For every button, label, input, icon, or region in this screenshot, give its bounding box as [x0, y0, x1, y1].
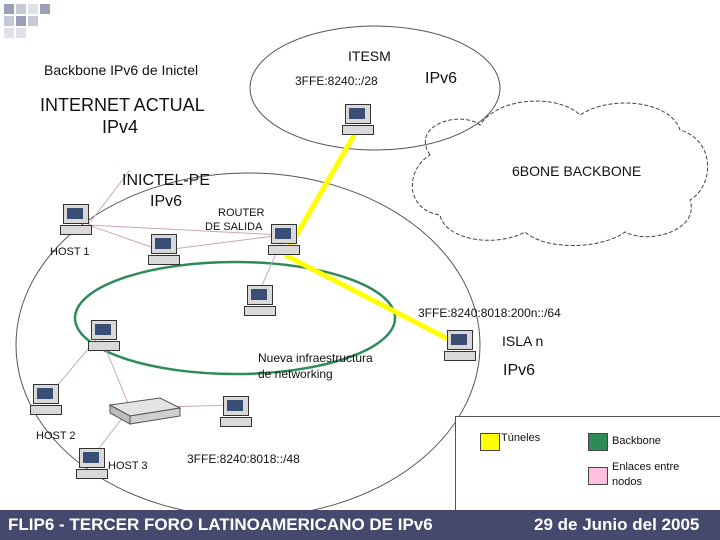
isla-computer-icon	[444, 330, 476, 362]
itesm-name: ITESM	[348, 48, 391, 64]
host3-computer-icon	[76, 448, 108, 480]
footer-right-text: 29 de Junio del 2005	[534, 515, 700, 534]
legend: Túneles Backbone Enlaces entre nodos	[455, 416, 720, 512]
internet-line2: IPv4	[102, 117, 139, 137]
legend-backbone-swatch	[588, 433, 608, 451]
footer-left-text: FLIP6 - TERCER FORO LATINOAMERICANO DE I…	[8, 515, 433, 534]
sixbone-cloud	[411, 100, 709, 246]
itesm-cloud	[249, 25, 501, 151]
itesm-proto: IPv6	[425, 70, 458, 87]
slide-title: Backbone IPv6 de Inictel	[44, 62, 199, 78]
host3-label: HOST 3	[108, 460, 148, 472]
sixbone-label: 6BONE BACKBONE	[512, 163, 642, 179]
isla-name: ISLA n	[502, 333, 544, 349]
legend-tuneles-label: Túneles	[501, 432, 541, 444]
inictel-line1: INICTEL-PE	[122, 172, 211, 189]
legend-enlaces-line1: Enlaces entre	[612, 461, 680, 473]
legend-enlaces-swatch	[588, 467, 608, 485]
inictel-prefix: 3FFE:8240:8018::/48	[187, 452, 300, 466]
host1-computer-icon	[60, 204, 92, 236]
legend-backbone-label: Backbone	[612, 435, 661, 447]
host2-computer-icon	[30, 384, 62, 416]
infra-line1: Nueva infraestructura	[258, 351, 373, 365]
isla-proto: IPv6	[503, 362, 536, 379]
itesm-computer-icon	[342, 104, 374, 136]
left-node-computer-icon	[88, 320, 120, 352]
host1-label: HOST 1	[50, 246, 90, 258]
legend-enlaces-line2: nodos	[612, 476, 642, 488]
router-computer-icon	[268, 224, 300, 256]
backbone-ring	[73, 260, 397, 376]
footer-bar: FLIP6 - TERCER FORO LATINOAMERICANO DE I…	[0, 510, 720, 540]
backbone-node-computer-icon	[244, 285, 276, 317]
host2-label: HOST 2	[36, 430, 76, 442]
itesm-prefix: 3FFE:8240::/28	[295, 74, 378, 88]
tunnels	[282, 128, 452, 343]
router-line1: ROUTER	[218, 207, 265, 219]
infra-line2: de networking	[258, 367, 333, 381]
inictel-line2: IPv6	[150, 193, 183, 210]
internet-line1: INTERNET ACTUAL	[40, 95, 205, 115]
switch-device	[108, 397, 182, 425]
router-line2: DE SALIDA	[205, 221, 263, 233]
inictel-computer-icon	[148, 234, 180, 266]
right-node-computer-icon	[220, 396, 252, 428]
legend-tuneles-swatch	[480, 433, 500, 451]
isla-prefix: 3FFE:8240:8018:200n::/64	[418, 306, 561, 320]
